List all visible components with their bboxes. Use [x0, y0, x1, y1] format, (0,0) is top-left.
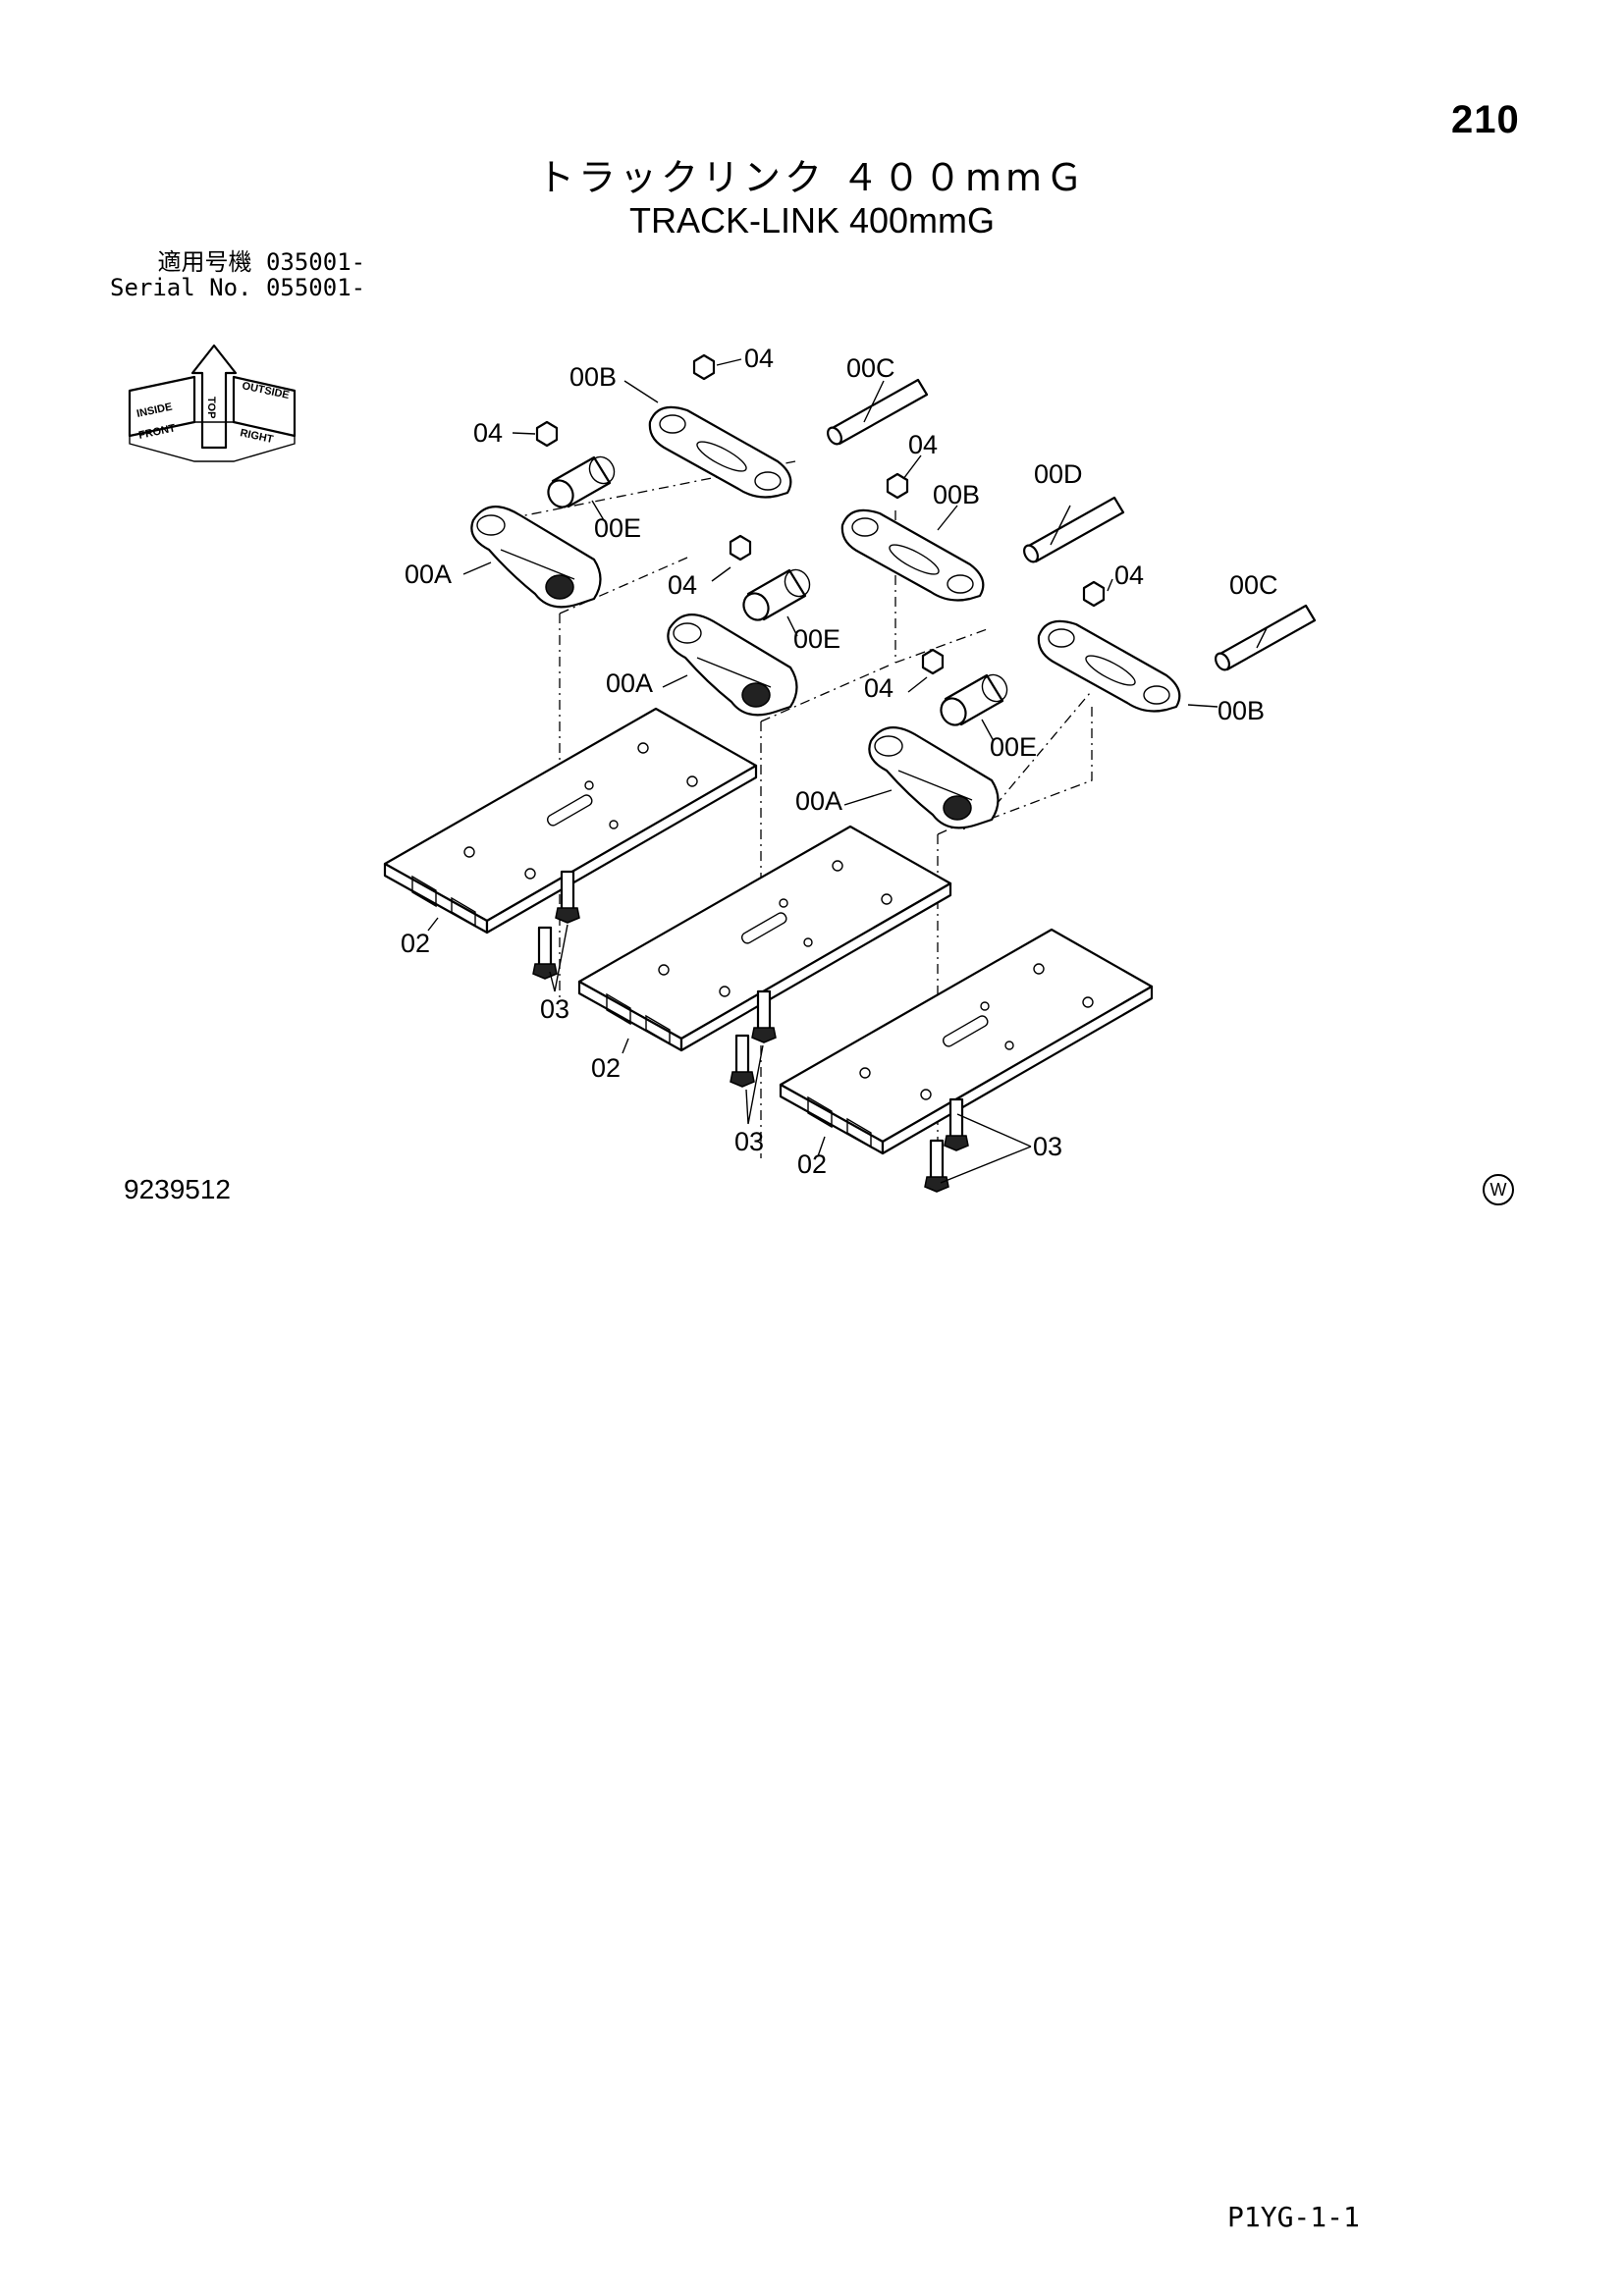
callout-00B: 00B: [1218, 696, 1265, 725]
callout-04: 04: [908, 430, 938, 459]
callout-02: 02: [797, 1149, 827, 1179]
callout-00C: 00C: [1229, 570, 1278, 600]
track-pin-00D: [1023, 496, 1125, 563]
serial-block: 適用号機 035001-Serial No. 055001-: [110, 249, 365, 300]
callout-03: 03: [1033, 1132, 1062, 1161]
title-english: TRACK-LINK 400mmG: [628, 200, 996, 240]
callout-02: 02: [401, 929, 430, 958]
callout-00B: 00B: [933, 480, 980, 509]
track-link-00A-3: [868, 726, 1000, 829]
callout-00D: 00D: [1034, 459, 1083, 489]
track-shoe-1: [383, 707, 758, 934]
callout-labels: 04 04 00B 00C 04 00B 00D 00E 00A 04 00E …: [401, 344, 1278, 1179]
callout-04: 04: [668, 570, 697, 600]
serial-line-en: Serial No. 055001-: [110, 274, 366, 301]
callout-04: 04: [1114, 561, 1144, 590]
title-japanese: トラックリンク ４００mmＧ: [536, 156, 1088, 199]
leader-lines: [427, 358, 1268, 1184]
callout-00A: 00A: [405, 560, 452, 589]
callout-00A: 00A: [606, 668, 653, 698]
orient-top-label: TOP: [205, 397, 217, 418]
track-link-00B-1: [648, 405, 792, 499]
callout-00B: 00B: [569, 362, 617, 392]
page-code: P1YG-1-1: [1227, 2201, 1360, 2233]
bushing-00E-3: [940, 673, 1008, 726]
callout-04: 04: [864, 673, 893, 703]
track-pin-00C-2: [1215, 604, 1317, 671]
orientation-indicator: INSIDE FRONT TOP OUTSIDE RIGHT: [128, 344, 297, 462]
track-link-00A-1: [470, 506, 602, 609]
nuts-04: [535, 353, 1106, 675]
callout-02: 02: [591, 1053, 621, 1083]
track-shoe-2: [577, 825, 952, 1052]
track-link-00A-2: [667, 614, 798, 717]
callout-03: 03: [540, 994, 569, 1024]
shoe-bolts: [532, 870, 969, 1193]
document-number: 9239512: [124, 1174, 232, 1204]
callout-04: 04: [473, 418, 503, 448]
callout-00E: 00E: [793, 624, 840, 654]
callout-00E: 00E: [594, 513, 641, 543]
page-number: 210: [1451, 98, 1520, 141]
track-shoe-3: [779, 928, 1154, 1155]
track-link-00B-2: [840, 508, 985, 602]
serial-line-jp: 適用号機 035001-: [157, 248, 366, 276]
callout-00C: 00C: [846, 353, 895, 383]
callout-00E: 00E: [990, 732, 1037, 762]
bushing-00E-2: [742, 568, 811, 621]
callout-03: 03: [734, 1127, 764, 1156]
track-link-00B-3: [1037, 619, 1181, 713]
callout-00A: 00A: [795, 786, 842, 816]
callout-04: 04: [744, 344, 774, 373]
track-pin-00C-1: [827, 378, 929, 446]
bushing-00E-1: [547, 455, 616, 508]
watermark-mark: W: [1483, 1174, 1514, 1205]
